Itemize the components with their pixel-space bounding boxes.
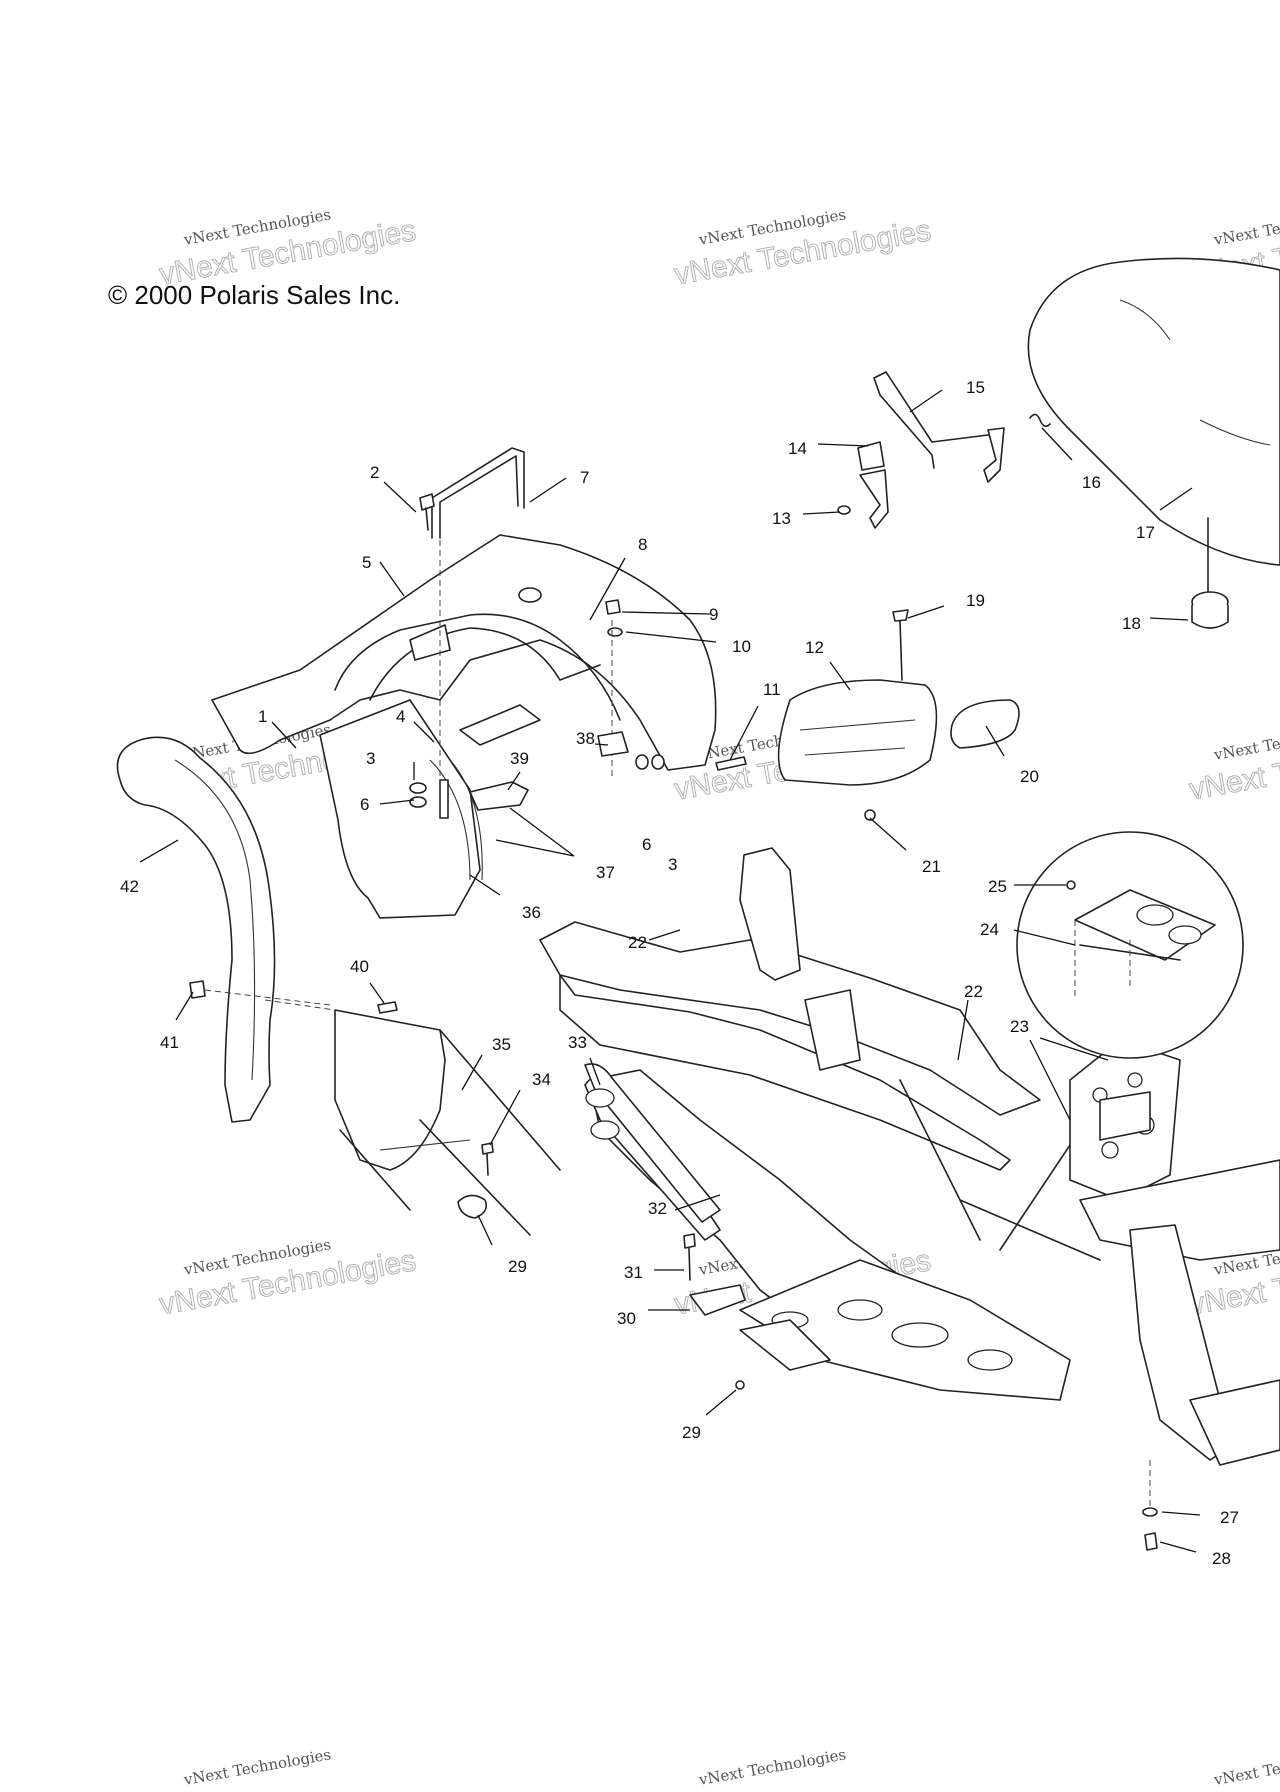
rear-handle-part — [431, 447, 525, 539]
callout-22: 22 — [628, 933, 647, 952]
callout-37: 37 — [596, 863, 615, 882]
callout-8: 8 — [638, 535, 647, 554]
watermark-text: vNext Technologies — [182, 1745, 333, 1789]
callout-13: 13 — [772, 509, 791, 528]
callout-19: 19 — [966, 591, 985, 610]
watermark-text: vNext Technologies — [697, 1745, 848, 1789]
callout-30: 30 — [617, 1309, 636, 1328]
callout-16: 16 — [1082, 473, 1101, 492]
callout-39: 39 — [510, 749, 529, 768]
callout-15: 15 — [966, 378, 985, 397]
fender-flap-part — [319, 699, 483, 919]
callout-42: 42 — [120, 877, 139, 896]
watermark: vNext Technologies — [182, 1745, 333, 1789]
callout-9: 9 — [709, 605, 718, 624]
watermark: vNext Technologies — [1212, 1745, 1280, 1789]
callout-6: 6 — [642, 835, 651, 854]
seat-bumper-part — [1191, 517, 1229, 629]
leader-lines — [139, 389, 1201, 1553]
callout-22: 22 — [964, 982, 983, 1001]
callout-12: 12 — [805, 638, 824, 657]
callout-3: 3 — [366, 749, 375, 768]
callout-35: 35 — [492, 1035, 511, 1054]
callout-4: 4 — [396, 707, 405, 726]
callout-17: 17 — [1136, 523, 1155, 542]
callout-21: 21 — [922, 857, 941, 876]
callout-5: 5 — [362, 553, 371, 572]
callout-24: 24 — [980, 920, 999, 939]
detail-inset — [1016, 831, 1244, 1059]
callout-20: 20 — [1020, 767, 1039, 786]
storage-box-part — [777, 679, 938, 786]
callout-31: 31 — [624, 1263, 643, 1282]
watermark: vNext Technologies vNext Technologies — [1187, 720, 1280, 807]
callout-40: 40 — [350, 957, 369, 976]
callout-2: 2 — [370, 463, 379, 482]
footwell-part — [264, 999, 561, 1236]
frame-part — [539, 847, 1280, 1466]
copyright-notice: © 2000 Polaris Sales Inc. — [108, 280, 400, 310]
callout-10: 10 — [732, 637, 751, 656]
callout-11: 11 — [763, 680, 781, 699]
callout-32: 32 — [648, 1199, 667, 1218]
callout-18: 18 — [1122, 614, 1141, 633]
callout-7: 7 — [580, 468, 589, 487]
callout-3: 3 — [668, 855, 677, 874]
seat-latch-part — [837, 371, 1051, 529]
callout-14: 14 — [788, 439, 807, 458]
callout-27: 27 — [1220, 1508, 1239, 1527]
mud-guard-part — [116, 736, 276, 1123]
callout-41: 41 — [160, 1033, 179, 1052]
callout-34: 34 — [532, 1070, 551, 1089]
callout-38: 38 — [576, 729, 595, 748]
watermark-text: vNext Technologies — [1212, 205, 1280, 249]
storage-cover-part — [950, 699, 1020, 749]
callout-28: 28 — [1212, 1549, 1231, 1568]
callout-25: 25 — [988, 877, 1007, 896]
rear-fender-part — [211, 534, 717, 771]
watermark-text: vNext Technologies — [1212, 1745, 1280, 1789]
callout-29: 29 — [508, 1257, 527, 1276]
watermark-text: vNext Technologies — [1212, 720, 1280, 764]
watermark: vNext Technologies vNext Technologies — [157, 205, 419, 292]
callout-23: 23 — [1010, 1017, 1029, 1036]
callout-36: 36 — [522, 903, 541, 922]
callout-29: 29 — [682, 1423, 701, 1442]
callout-1: 1 — [258, 707, 267, 726]
watermark: vNext Technologies vNext Technologies — [157, 1235, 419, 1322]
seat-part — [1027, 257, 1280, 566]
callout-33: 33 — [568, 1033, 587, 1052]
callout-labels: 1 2 3 3 4 5 6 6 7 8 9 10 11 12 13 14 15 … — [120, 378, 1239, 1568]
watermark: vNext Technologies vNext Technologies — [672, 205, 934, 292]
fasteners — [189, 493, 1158, 1551]
watermark: vNext Technologies — [697, 1745, 848, 1789]
callout-6: 6 — [360, 795, 369, 814]
